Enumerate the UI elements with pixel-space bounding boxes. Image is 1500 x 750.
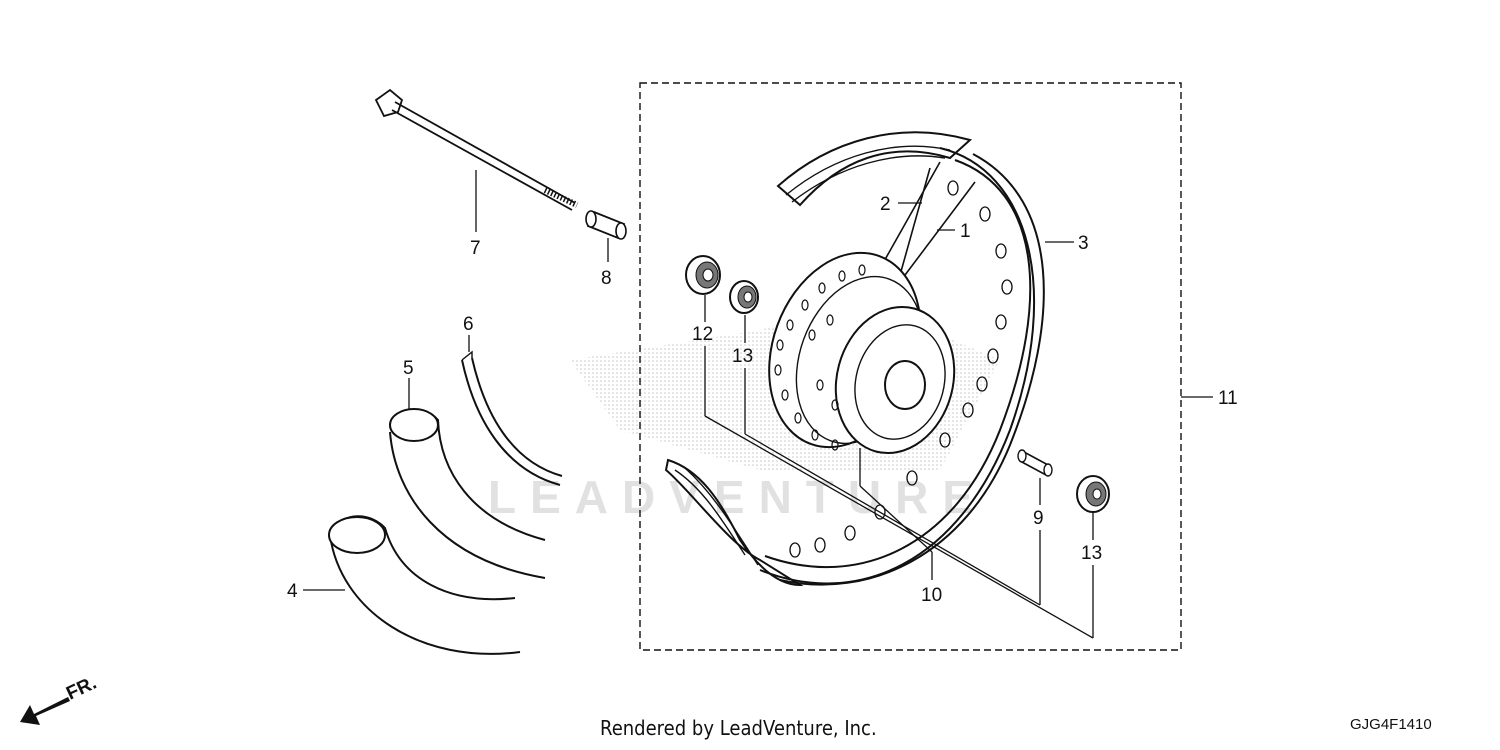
callout-6: 6 — [463, 314, 474, 335]
rim — [759, 147, 1045, 586]
tire-section-top — [776, 131, 973, 207]
callout-2: 2 — [880, 194, 891, 215]
render-credit: Rendered by LeadVenture, Inc. — [600, 716, 877, 740]
rim-band-6 — [461, 350, 563, 486]
callout-4: 4 — [287, 581, 298, 602]
assembly-box — [639, 82, 1182, 651]
axle-bolt-7 — [374, 88, 579, 211]
watermark: LEADVENTURE — [488, 471, 988, 523]
callout-9: 9 — [1033, 508, 1044, 529]
callout-8: 8 — [601, 268, 612, 289]
tire-4 — [328, 515, 521, 655]
wheel-hub — [768, 251, 956, 455]
callout-1: 1 — [960, 221, 971, 242]
tube-5 — [389, 408, 546, 579]
callout-3: 3 — [1078, 233, 1089, 254]
distance-collar-9 — [1017, 449, 1053, 477]
bearing-12 — [685, 255, 721, 295]
tire-section-bottom — [664, 458, 804, 587]
front-direction-arrow-icon: FR. — [20, 673, 100, 725]
diagram-code: GJG4F1410 — [1350, 716, 1432, 733]
leader-lines — [303, 170, 1213, 639]
callout-12: 12 — [692, 324, 713, 345]
callout-10: 10 — [921, 585, 942, 606]
callout-5: 5 — [403, 358, 414, 379]
side-collar-8 — [585, 210, 627, 240]
callout-7: 7 — [470, 238, 481, 259]
callout-13-right: 13 — [1081, 543, 1102, 564]
bearing-13-right — [1076, 475, 1110, 513]
bearing-13-left — [729, 280, 759, 314]
callout-11: 11 — [1218, 388, 1238, 409]
callout-13-left: 13 — [732, 346, 753, 367]
